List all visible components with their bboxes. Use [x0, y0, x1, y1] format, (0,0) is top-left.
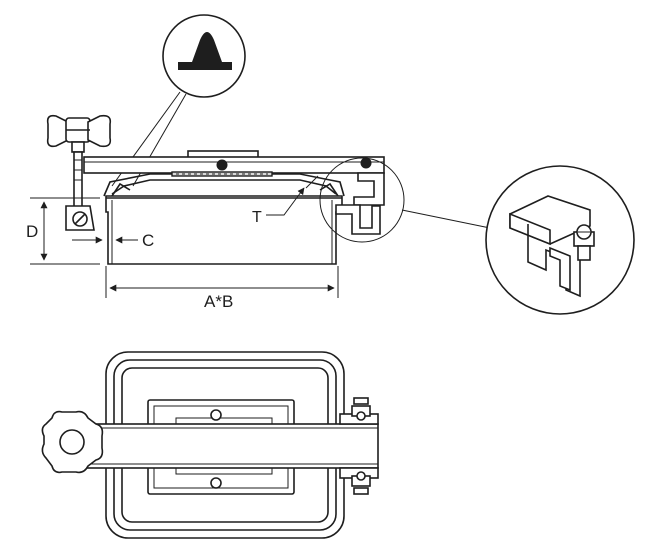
dimension-t: T [252, 175, 319, 226]
dimension-c: C [72, 231, 154, 250]
label-ab: A*B [204, 292, 233, 311]
clamp-bar-top [85, 423, 379, 469]
clamp-arm [83, 150, 385, 206]
side-view: D C T A*B [26, 14, 491, 311]
star-knob-top [41, 410, 104, 474]
label-d: D [26, 222, 38, 241]
hinge-bracket-side [335, 204, 381, 235]
dimension-d: D [26, 197, 100, 265]
swing-bolt [65, 141, 95, 231]
callout-leader [401, 209, 491, 229]
hinge-callout-circle [319, 157, 405, 243]
hinge-block-top [339, 397, 379, 495]
hinge-detail [485, 165, 635, 315]
label-t: T [252, 209, 262, 226]
dimension-ab: A*B [105, 266, 339, 311]
top-view [41, 351, 379, 539]
lid [103, 171, 345, 197]
label-c: C [142, 231, 154, 250]
neck-body [105, 195, 343, 265]
